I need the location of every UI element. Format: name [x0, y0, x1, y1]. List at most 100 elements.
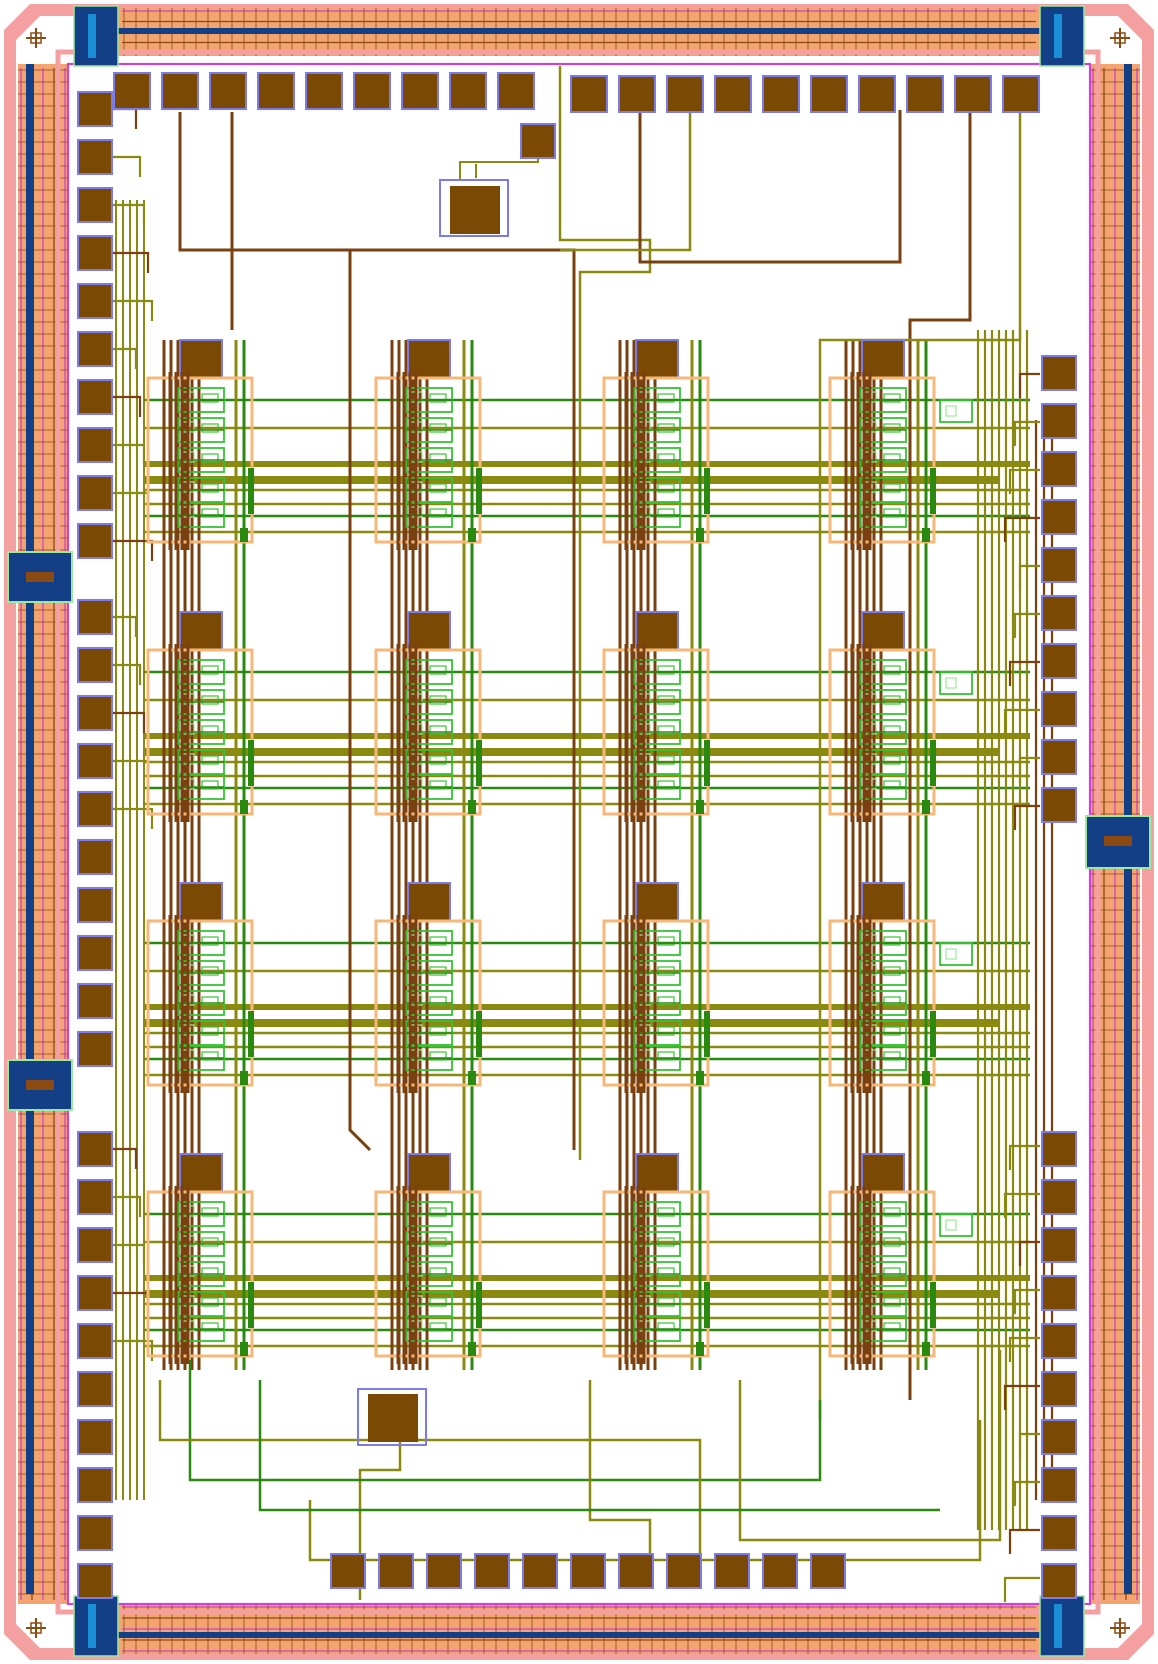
- cell-outline: [828, 648, 936, 816]
- pad-fanout: [1018, 756, 1040, 782]
- bond-pad-top: [305, 72, 343, 110]
- cell-outline: [374, 376, 482, 544]
- pad-fanout: [1003, 1576, 1040, 1602]
- device-gate: [657, 966, 675, 976]
- bond-pad-left: [77, 1179, 113, 1215]
- power-cell-bar: [26, 572, 54, 582]
- bond-pad-bottom: [426, 1553, 462, 1589]
- bond-pad-right: [1041, 1467, 1077, 1503]
- cell-pad: [635, 611, 679, 651]
- bond-pad-left: [77, 283, 113, 319]
- pad-fanout: [1018, 1432, 1040, 1458]
- cell-via: [240, 528, 248, 542]
- device-gate: [657, 996, 675, 1006]
- cell-pad: [861, 882, 905, 922]
- device-gate: [201, 755, 219, 765]
- bond-pad-top: [449, 72, 487, 110]
- bond-pad-left: [77, 91, 113, 127]
- bond-pad-right: [1041, 1227, 1077, 1263]
- array-cell: [602, 1153, 710, 1364]
- side-device-contact: [945, 948, 957, 960]
- power-cell-bar: [26, 1080, 54, 1090]
- routing-layer: [112, 66, 1054, 1602]
- bond-pad-left: [77, 1515, 113, 1551]
- cell-strap: [248, 468, 254, 514]
- bond-pads: [77, 72, 1077, 1599]
- bond-pad-left: [77, 1371, 113, 1407]
- device-gate: [883, 1267, 901, 1277]
- cell-strap: [704, 740, 710, 786]
- device-gate: [657, 665, 675, 675]
- cell-outline: [828, 919, 936, 1087]
- pad-fanout: [1018, 564, 1040, 590]
- cell-via: [922, 800, 930, 814]
- device-gate: [657, 1026, 675, 1036]
- pad-fanout: [112, 615, 138, 637]
- cell-pad: [407, 611, 451, 651]
- route: [358, 1440, 402, 1600]
- bond-pad-top: [161, 72, 199, 110]
- device-gate: [657, 508, 675, 518]
- cell-strap: [476, 740, 482, 786]
- cell-pad: [407, 339, 451, 379]
- array-cell: [828, 339, 973, 550]
- device-gate: [201, 453, 219, 463]
- bond-pad-bottom: [378, 1553, 414, 1589]
- pad-fanout: [112, 807, 154, 829]
- probe-pad-frame: [357, 1388, 427, 1446]
- pad-fanout: [112, 395, 142, 417]
- bond-pad-top: [858, 75, 896, 113]
- probe-pad: [368, 1394, 418, 1442]
- bond-pad-top: [954, 75, 992, 113]
- bond-pad-right: [1041, 355, 1077, 391]
- cell-pad: [635, 1153, 679, 1193]
- bond-pad-top: [618, 75, 656, 113]
- bond-pad-left: [77, 1227, 113, 1263]
- bond-pad-left: [77, 1563, 113, 1599]
- device-gate: [883, 483, 901, 493]
- bond-pad-left: [77, 1467, 113, 1503]
- bond-pad-bottom: [762, 1553, 798, 1589]
- pad-fanout: [112, 251, 150, 273]
- bond-pad-left: [77, 523, 113, 559]
- device-gate: [429, 966, 447, 976]
- route: [560, 110, 692, 252]
- cell-outline: [828, 376, 936, 544]
- side-device: [939, 671, 973, 695]
- cell-outline: [602, 919, 710, 1087]
- device-gate: [657, 1297, 675, 1307]
- array-cell: [146, 1153, 254, 1364]
- bond-pad-left: [77, 983, 113, 1019]
- device-gate: [429, 1267, 447, 1277]
- guard-top: [118, 28, 1040, 34]
- device-gate: [201, 483, 219, 493]
- route: [588, 1380, 652, 1570]
- bond-pad-right: [1041, 691, 1077, 727]
- bond-pad-left: [77, 379, 113, 415]
- bond-pad-left: [77, 887, 113, 923]
- route: [158, 1380, 702, 1560]
- device-gate: [657, 1207, 675, 1217]
- bond-pad-right: [1041, 595, 1077, 631]
- array-cell: [374, 339, 482, 550]
- bond-pad-left: [77, 1275, 113, 1311]
- alignment-mark-box: [1114, 32, 1126, 44]
- route: [258, 1380, 940, 1512]
- device-gate: [657, 695, 675, 705]
- cell-via: [922, 1342, 930, 1356]
- pad-fanout: [1003, 1384, 1040, 1410]
- device-gate: [429, 1297, 447, 1307]
- bond-pad-bottom: [522, 1553, 558, 1589]
- device-gate: [657, 423, 675, 433]
- cell-via: [696, 800, 704, 814]
- device-gate: [201, 1237, 219, 1247]
- pad-fanout: [112, 1339, 154, 1361]
- device-gate: [657, 1267, 675, 1277]
- bond-pad-left: [77, 647, 113, 683]
- device-gate: [201, 1322, 219, 1332]
- device-gate: [429, 1322, 447, 1332]
- device-gate: [657, 1237, 675, 1247]
- pad-fanout: [1008, 660, 1040, 686]
- bond-pad-right: [1041, 499, 1077, 535]
- pad-fanout: [1018, 372, 1040, 398]
